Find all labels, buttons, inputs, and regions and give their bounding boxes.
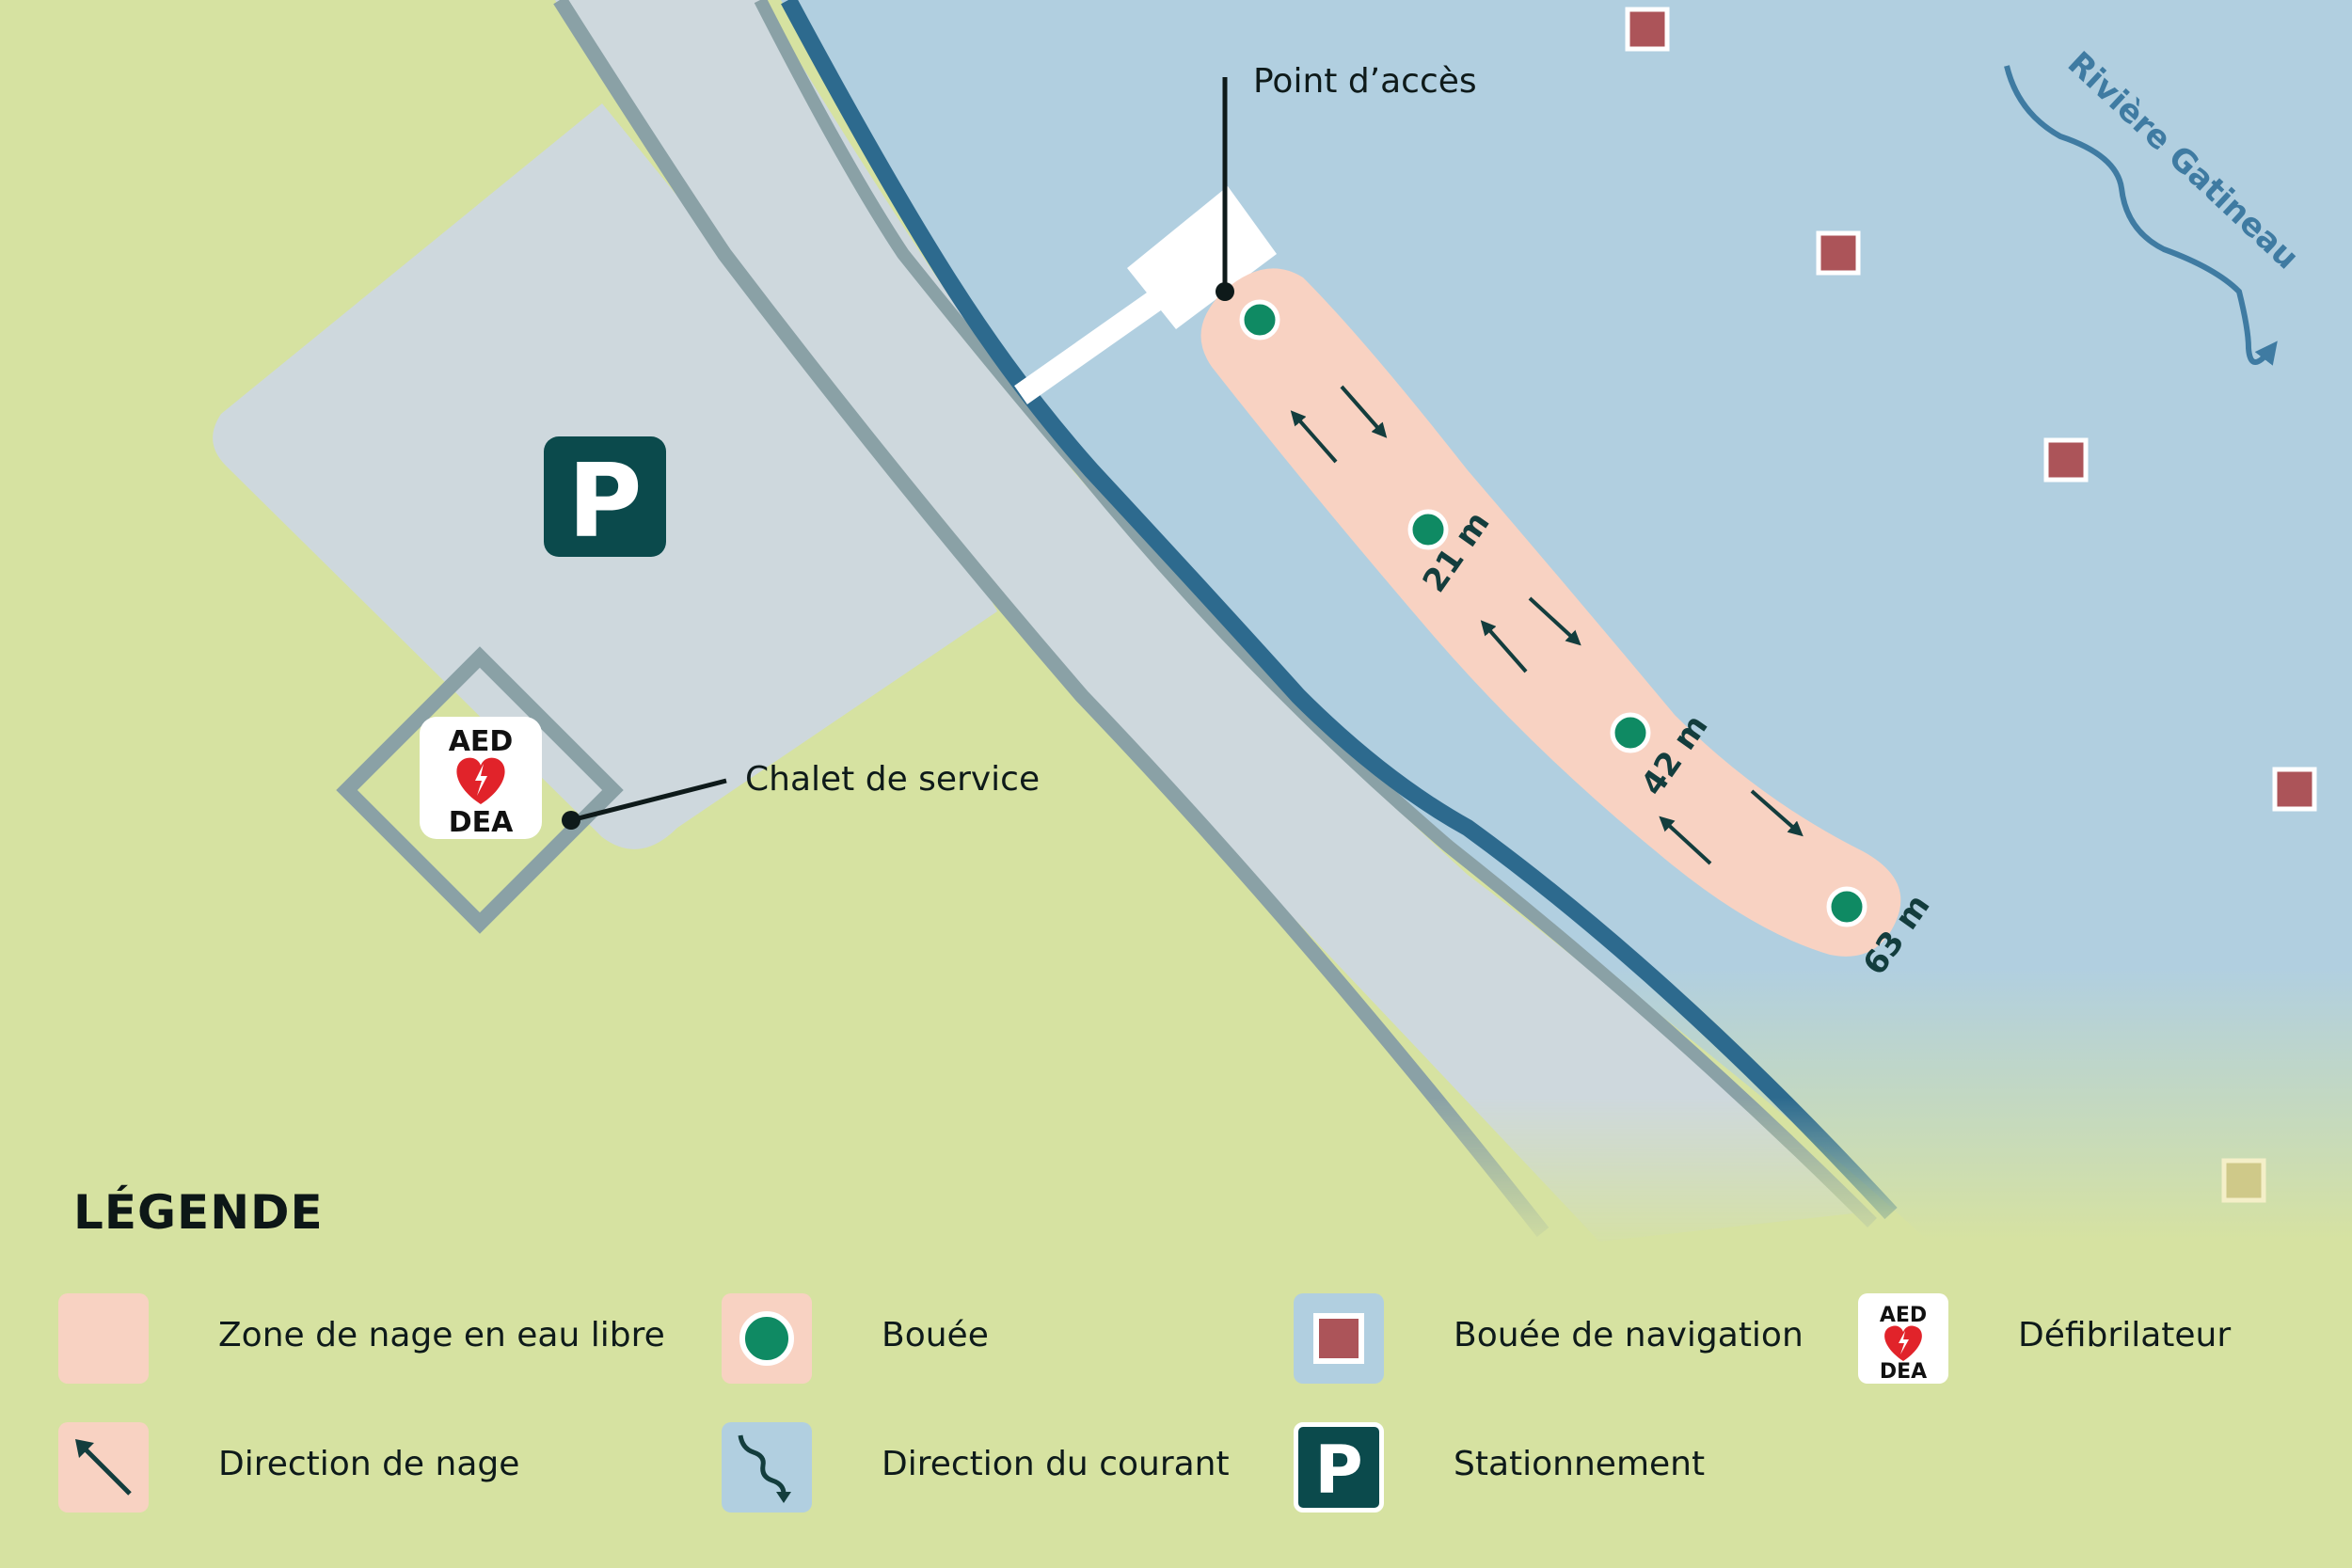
parking-icon: P: [1294, 1422, 1384, 1513]
swim-direction-arrows: [1290, 385, 1804, 865]
legend-item-parking: P Stationnement: [1294, 1422, 1858, 1513]
legend-parking-symbol: P: [1314, 1432, 1362, 1508]
buoy-icon: [722, 1293, 812, 1384]
legend-item-current-direction: Direction du courant: [722, 1422, 1286, 1513]
legend-label: Zone de nage en eau libre: [218, 1316, 665, 1354]
aed-bottom-label: DEA: [449, 806, 514, 839]
navigation-buoys: [1625, 7, 2317, 1203]
legend-item-navigation-buoy: Bouée de navigation: [1294, 1293, 1858, 1384]
legend-aed-bottom: DEA: [1880, 1360, 1927, 1384]
access-point-label: Point d’accès: [1253, 62, 1477, 101]
parking-icon: P: [544, 436, 666, 561]
road-edge-right: [754, 0, 1877, 1227]
buoy: [1407, 509, 1449, 550]
access-point-callout: Point d’accès: [1216, 62, 1477, 301]
aed-icon: AED DEA: [1858, 1293, 1948, 1384]
service-chalet: AED DEA: [336, 646, 624, 934]
legend-label: Direction du courant: [882, 1445, 1230, 1483]
road: [555, 0, 1853, 1242]
legend-label: Direction de nage: [218, 1445, 520, 1483]
swim-zone: [1200, 268, 1901, 957]
navigation-buoy: [2043, 437, 2089, 483]
legend-label: Défibrilateur: [2018, 1316, 2232, 1354]
buoy: [1610, 712, 1651, 753]
heart-icon: [456, 757, 505, 804]
road-edge-left: [553, 0, 1549, 1237]
access-pier: [1014, 186, 1277, 404]
swim-direction-arrow-icon: [58, 1422, 149, 1513]
navigation-buoy-icon: [1294, 1293, 1384, 1384]
legend-label: Bouée: [882, 1316, 989, 1354]
legend-label: Bouée de navigation: [1454, 1316, 1804, 1354]
legend-title: LÉGENDE: [73, 1185, 324, 1240]
legend-label: Stationnement: [1454, 1445, 1706, 1483]
legend-item-buoy: Bouée: [722, 1293, 1286, 1384]
navigation-buoy: [2272, 767, 2317, 812]
service-chalet-callout: Chalet de service: [562, 760, 1040, 830]
legend: LÉGENDE Zone de nage en eau libre Bouée …: [0, 1176, 2352, 1568]
legend-item-swim-zone: Zone de nage en eau libre: [58, 1293, 717, 1384]
legend-aed-top: AED: [1880, 1304, 1927, 1327]
parking-symbol: P: [567, 443, 642, 561]
navigation-buoy: [2221, 1158, 2266, 1203]
service-chalet-label: Chalet de service: [745, 760, 1040, 799]
legend-item-aed: AED DEA Défibrilateur: [1858, 1293, 2328, 1384]
legend-item-swim-direction: Direction de nage: [58, 1422, 717, 1513]
buoy: [1239, 299, 1280, 341]
navigation-buoy: [1816, 230, 1861, 276]
navigation-buoy: [1625, 7, 1670, 52]
bolt-icon: [475, 764, 487, 796]
current-direction-icon: [722, 1422, 812, 1513]
swim-buoys: [1239, 299, 1867, 927]
aed-top-label: AED: [449, 725, 514, 758]
shoreline: [781, 0, 1898, 1220]
swim-zone-swatch: [58, 1293, 149, 1384]
buoy: [1826, 886, 1867, 927]
current-direction-icon: [2004, 65, 2278, 366]
